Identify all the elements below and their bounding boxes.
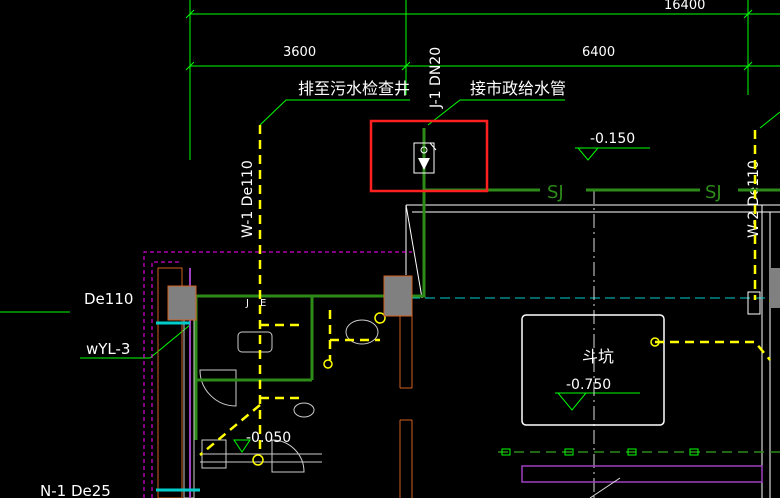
boundary-lines: [143, 251, 412, 498]
svg-text:-0.150: -0.150: [590, 131, 635, 147]
label-w2-de110: W-2 De110: [746, 160, 762, 238]
sump-pit[interactable]: [521, 314, 665, 426]
column-center[interactable]: [383, 275, 413, 317]
level-marker-3: -0.050: [233, 430, 291, 453]
dimension-lines: [185, 0, 780, 160]
level-marker-2: -0.750: [556, 377, 611, 411]
svg-text:-0.050: -0.050: [246, 430, 291, 446]
dimension-6400: 6400: [582, 45, 615, 60]
diagonal-stub: [589, 477, 621, 498]
label-w1-de110: W-1 De110: [240, 160, 256, 238]
junction-j: J: [245, 298, 249, 309]
label-sj-1: SJ: [547, 182, 564, 203]
column-right: [747, 291, 761, 315]
sump-label: 斗坑: [582, 347, 614, 366]
column-left[interactable]: [167, 285, 197, 321]
label-sj-2: SJ: [705, 182, 722, 203]
label-j1-dn20: J-1 DN20: [428, 47, 444, 109]
label-n1-de25: N-1 De25: [40, 482, 111, 498]
purple-wall: [521, 465, 763, 483]
leader-lines: [0, 99, 780, 394]
note-water: 接市政给水管: [470, 79, 566, 98]
column-right-edge: [770, 268, 780, 308]
svg-text:-0.750: -0.750: [566, 377, 611, 393]
level-marker-1: -0.150: [576, 131, 635, 161]
highlight-box: [369, 119, 489, 193]
junction-e: E: [260, 298, 266, 309]
label-de110: De110: [84, 290, 133, 308]
bathroom-fixtures: [183, 297, 379, 498]
label-wyl3: wYL-3: [86, 340, 130, 358]
dimension-3600: 3600: [283, 45, 316, 60]
cyan-stubs: [156, 321, 200, 492]
water-meter[interactable]: [413, 142, 437, 174]
note-sewer: 排至污水检查井: [298, 79, 410, 98]
green-service-line: [498, 448, 780, 456]
drain-traps: [252, 312, 660, 466]
sewer-pipes[interactable]: [199, 125, 780, 456]
dimension-top-partial: 16400: [664, 0, 705, 13]
